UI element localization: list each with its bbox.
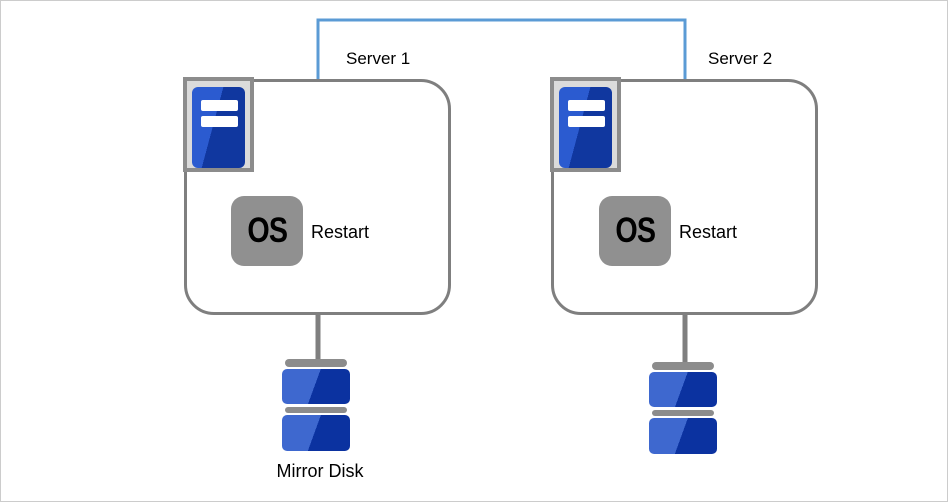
disk-platter [282,415,350,451]
disk-separator [285,407,347,413]
disk-cap [285,359,347,367]
computer-tower-icon [192,87,245,168]
server-2-restart-label: Restart [679,222,738,242]
mirror-disk-label: Mirror Disk [276,461,364,481]
server-1-label: Server 1 [346,49,411,68]
server-2-os-badge-icon: OS [599,196,671,266]
disk-platter [649,372,717,407]
os-badge-text: OS [615,211,656,250]
server-1-computer-icon [183,77,254,172]
server-2-computer-icon [550,77,621,172]
server-1-os-badge-icon: OS [231,196,303,266]
computer-tower-icon [559,87,612,168]
disk-separator [652,410,714,416]
drive-bay-slot [568,100,605,111]
server-2-mirror-disk-icon [649,362,717,454]
disk-platter [282,369,350,404]
drive-bay-slot [568,116,605,127]
server-2-label: Server 2 [708,49,773,68]
server-1-mirror-disk-icon [282,359,350,451]
os-badge-text: OS [247,211,288,250]
disk-platter [649,418,717,454]
server-1-restart-label: Restart [311,222,370,242]
server-2-box [551,79,818,315]
disk-cap [652,362,714,370]
drive-bay-slot [201,100,238,111]
drive-bay-slot [201,116,238,127]
heartbeat-link-line [316,18,687,81]
